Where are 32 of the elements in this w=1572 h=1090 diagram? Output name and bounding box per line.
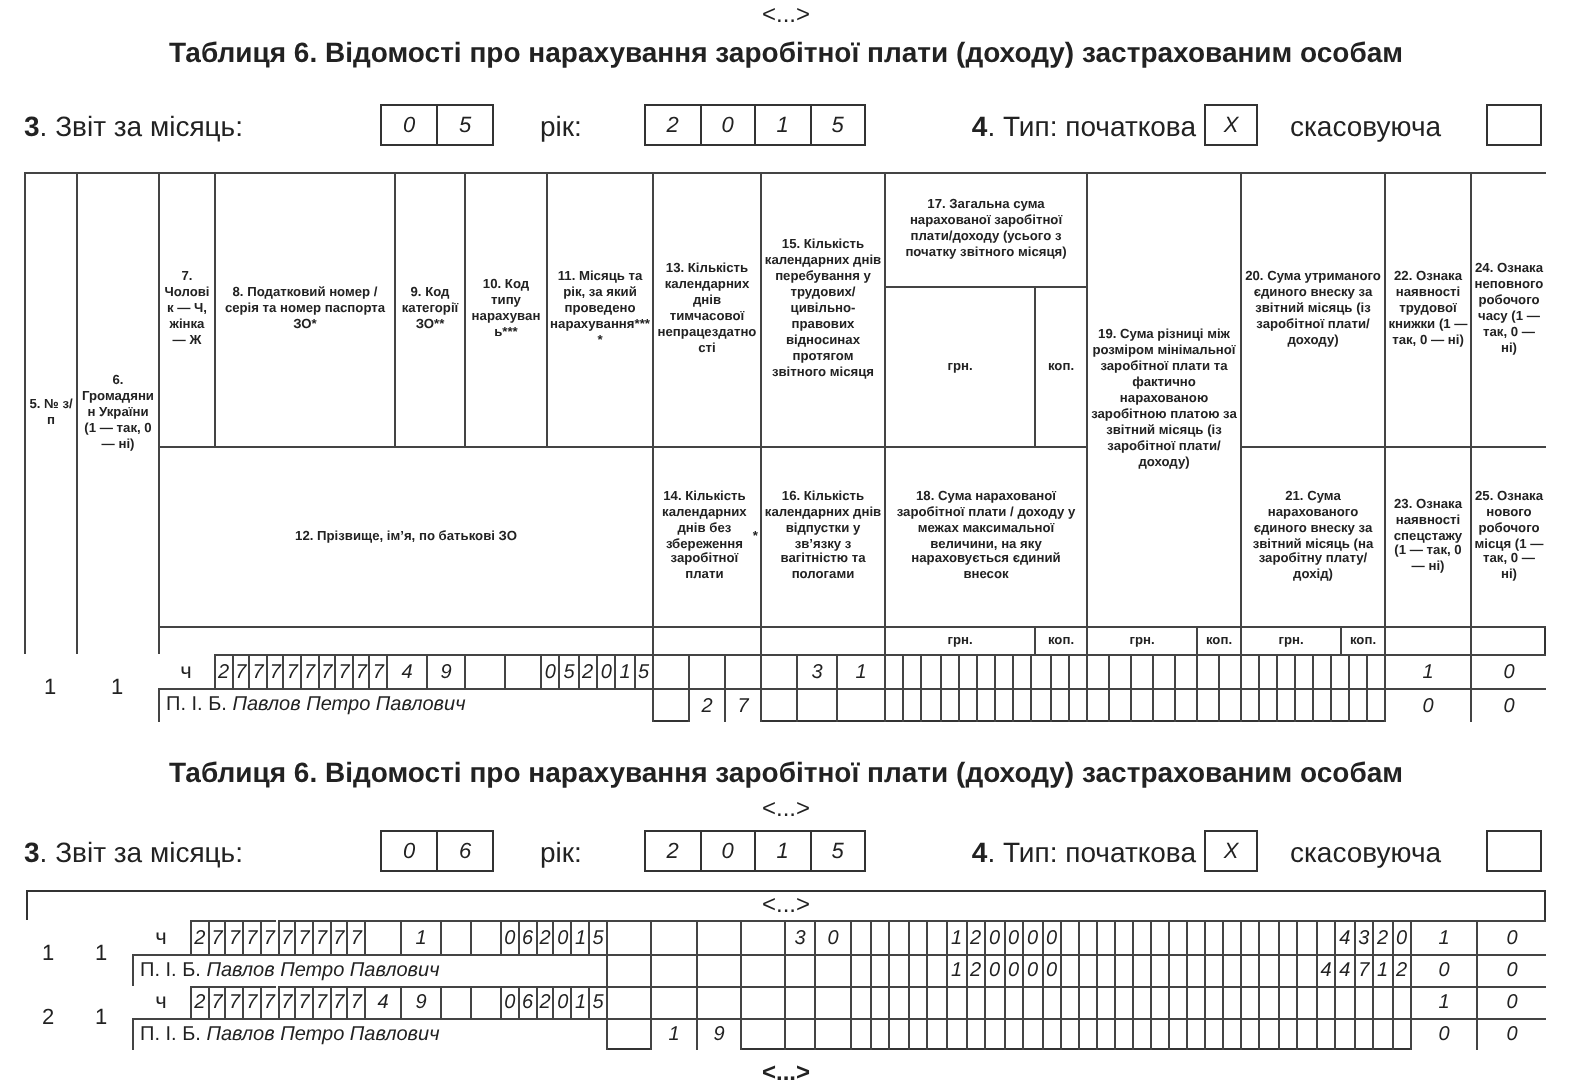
input-field: 2 (644, 104, 701, 146)
input-field: X (1204, 104, 1258, 146)
ellipsis-marker: <...> (759, 794, 813, 822)
table-title: Таблиця 6. Відомості про нарахування заробітної плати (доходу) застрахованим особам (166, 34, 1406, 72)
input-field: X (1204, 830, 1258, 872)
name-field: П. І. Б. Павлов Петро Павлович (132, 1018, 606, 1050)
field-label: рік: (540, 108, 584, 144)
input-field: 5 (436, 104, 494, 146)
input-field: 5 (809, 104, 866, 146)
field-label: скасовуюча (1290, 108, 1444, 144)
ellipsis-marker: <...> (759, 1058, 813, 1086)
input-field: 5 (809, 830, 866, 872)
input-field: 6 (436, 830, 494, 872)
field-label: скасовуюча (1290, 834, 1444, 870)
field-label: 4. Тип: початкова (969, 108, 1196, 144)
name-field: П. І. Б. Павлов Петро Павлович (158, 688, 652, 722)
input-field: 2 (644, 830, 701, 872)
field-label: 4. Тип: початкова (969, 834, 1196, 870)
input-field: 0 (380, 104, 438, 146)
field-label: 3. Звіт за місяць: (24, 834, 245, 870)
input-field: 0 (380, 830, 438, 872)
field-label: рік: (540, 834, 584, 870)
input-field: 0 (699, 104, 756, 146)
field-label: 3. Звіт за місяць: (24, 108, 245, 144)
input-field: 0 (699, 830, 756, 872)
ellipsis-marker: <...> (759, 890, 813, 920)
table-cell: 2 (26, 986, 70, 1050)
input-field: 1 (754, 830, 811, 872)
ellipsis-marker: <...> (759, 0, 813, 28)
table-title: Таблиця 6. Відомості про нарахування заробітної плати (доходу) застрахованим особам (166, 754, 1406, 792)
table-cell: 1 (24, 654, 76, 722)
input-field: 1 (754, 104, 811, 146)
